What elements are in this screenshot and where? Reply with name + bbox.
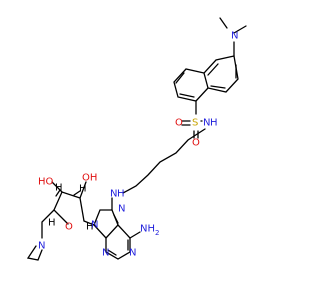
atom-label-ring-oxygen: O	[65, 222, 73, 233]
atom-label-amine-h: H	[117, 189, 125, 200]
atom-label-sulfonyl-o-left: O	[175, 118, 183, 129]
bond-lines	[26, 17, 247, 261]
atom-label-stereo-h-1: H	[79, 184, 87, 195]
atom-label-dimethylamine-n: N	[231, 31, 238, 42]
atom-label-amino-nh: NH	[140, 224, 155, 235]
atom-label-amino-subscript: 2	[155, 229, 159, 237]
chemical-structure: N S O O N H N H HO OH H H H H O N N N N …	[26, 17, 247, 261]
atom-label-sulfonamide-h: H	[210, 118, 218, 129]
atom-label-hydroxyl-right: OH	[82, 173, 97, 184]
atom-label-stereo-h-3: H	[86, 222, 94, 233]
atom-label-sulfur: S	[192, 118, 198, 129]
atom-label-aziridine-n: N	[38, 241, 45, 252]
atom-label-stereo-h-2: H	[55, 183, 63, 194]
atom-labels: N S O O N H N H HO OH H H H H O N N N N …	[38, 31, 238, 259]
atom-label-purine-n9: N	[91, 220, 98, 231]
atom-label-sulfonyl-o-bottom: O	[192, 138, 200, 149]
atom-label-sulfonamide-n: N	[203, 118, 210, 129]
atom-label-hydroxyl-left: HO	[38, 177, 54, 188]
atom-label-amine-n: N	[110, 189, 117, 200]
atom-label-purine-n3: N	[102, 248, 109, 259]
atom-label-purine-n1: N	[129, 248, 136, 259]
atom-label-purine-n7: N	[118, 204, 125, 215]
atom-label-stereo-h-4: H	[48, 218, 56, 229]
